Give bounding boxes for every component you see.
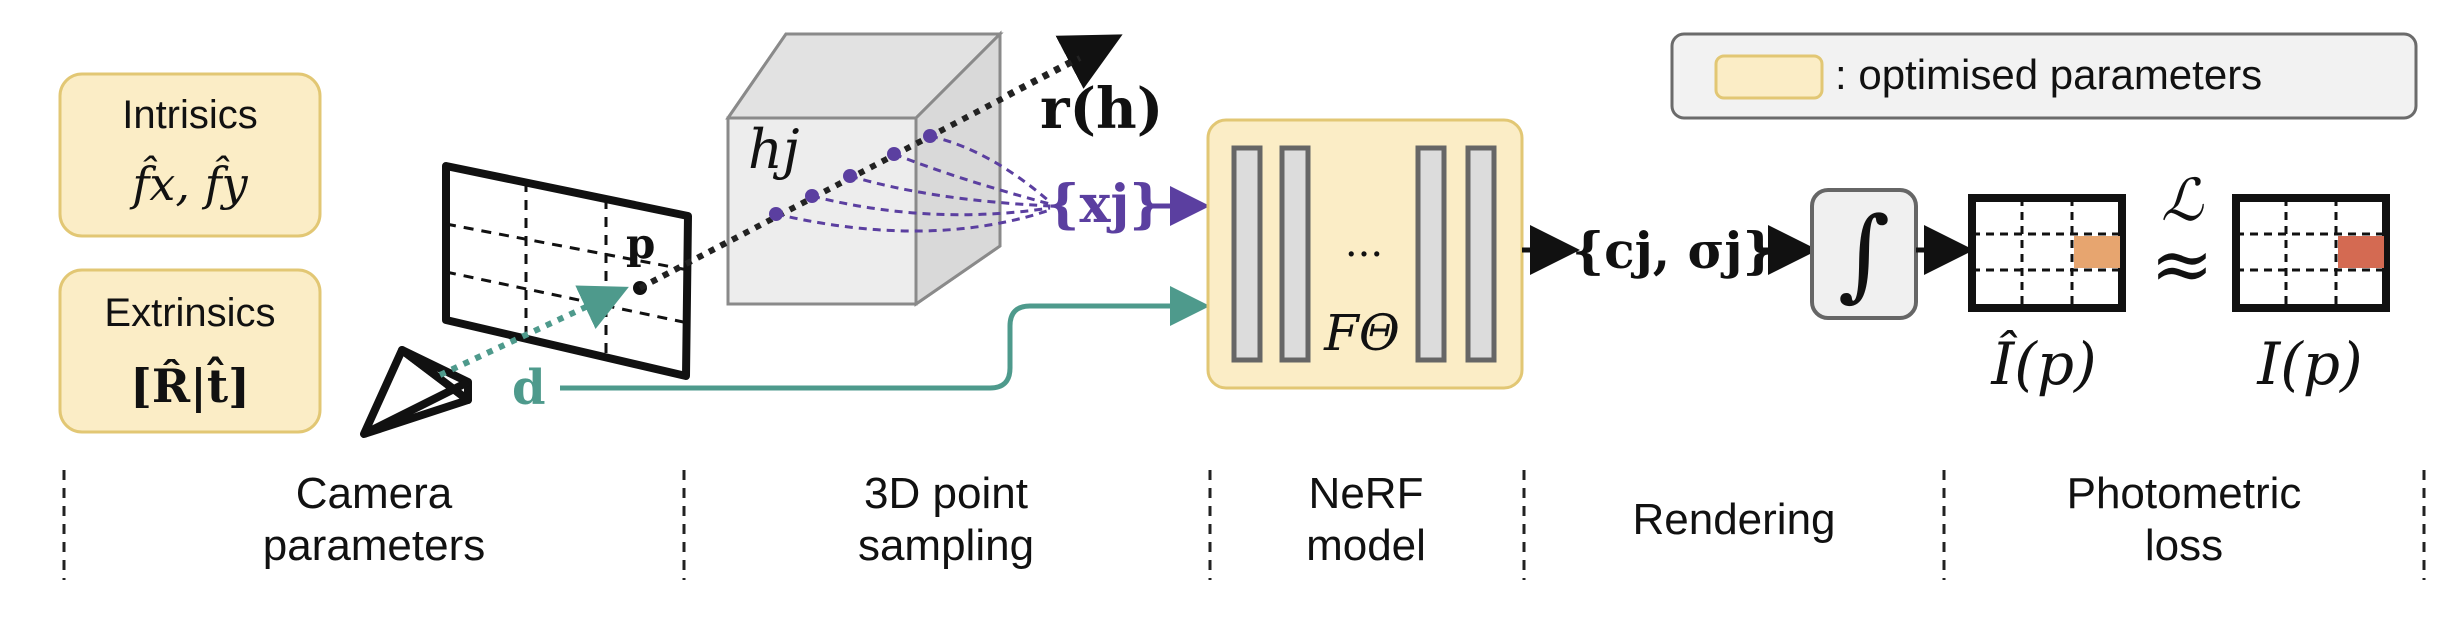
stage-camera-line2: parameters [263, 521, 486, 570]
sample-point [843, 169, 857, 183]
intrinsics-symbols: f̂x, f̂y [129, 155, 248, 211]
stage-labels: Camera parameters 3D point sampling NeRF… [263, 469, 2302, 570]
sample-point [887, 147, 901, 161]
integral-symbol: ∫ [1838, 195, 1890, 312]
mlp-dots: ... [1345, 220, 1383, 266]
mlp-layer [1465, 145, 1497, 363]
depth-label: hj [748, 118, 800, 181]
sample-point [805, 189, 819, 203]
predicted-pixel-cell [2074, 236, 2120, 268]
camera-ray-front [638, 55, 1082, 291]
stage-separators [62, 470, 2426, 580]
extrinsics-box: Extrinsics [R̂|t̂] [58, 268, 322, 434]
intrinsics-title: Intrisics [122, 93, 258, 137]
mlp-layer [1415, 145, 1447, 363]
extrinsics-title: Extrinsics [104, 291, 275, 335]
ground-truth-image [2232, 194, 2390, 312]
direction-path [560, 286, 1210, 391]
stage-nerf-line1: NeRF [1309, 469, 1424, 518]
mlp-layer [1231, 145, 1263, 363]
gt-pixel-cell [2338, 236, 2384, 268]
predicted-pixel-label: Î(p) [1990, 330, 2096, 398]
nerf-model-box: ... FΘ [1206, 118, 1524, 390]
loss-symbol: ℒ [2161, 166, 2204, 234]
sample-point [769, 207, 783, 221]
extrinsics-symbols: [R̂|t̂] [130, 356, 250, 413]
gt-pixel-label: I(p) [2256, 330, 2362, 398]
camera-frustum-icon [360, 346, 472, 438]
samples-label: {xj} [1046, 174, 1163, 235]
image-plane [442, 162, 692, 380]
ray-label: r(h) [1040, 76, 1163, 142]
legend: : optimised parameters [1670, 32, 2418, 120]
stage-camera-line1: Camera [296, 469, 453, 518]
sample-points [769, 129, 1051, 233]
sample-point [923, 129, 937, 143]
stage-sampling-line1: 3D point [864, 469, 1028, 518]
legend-swatch [1714, 54, 1824, 100]
rendering-integral-box: ∫ [1810, 188, 1918, 320]
outputs-label: {cj, σj} [1572, 221, 1775, 280]
legend-text: : optimised parameters [1835, 51, 2262, 98]
stage-sampling-line2: sampling [858, 521, 1034, 570]
legend-box [1670, 32, 2418, 120]
pixel-label: p [626, 219, 655, 268]
mlp-name: FΘ [1323, 304, 1400, 362]
approx-symbol: ≈ [2150, 219, 2214, 308]
predicted-image [1968, 194, 2126, 312]
stage-loss-line2: loss [2145, 521, 2223, 570]
stage-loss-line1: Photometric [2067, 469, 2302, 518]
stage-rendering-line1: Rendering [1632, 495, 1835, 544]
stage-nerf-line2: model [1306, 521, 1426, 570]
intrinsics-box: Intrisics f̂x, f̂y [58, 72, 322, 238]
direction-label: d [512, 360, 546, 416]
mlp-layer [1279, 145, 1311, 363]
